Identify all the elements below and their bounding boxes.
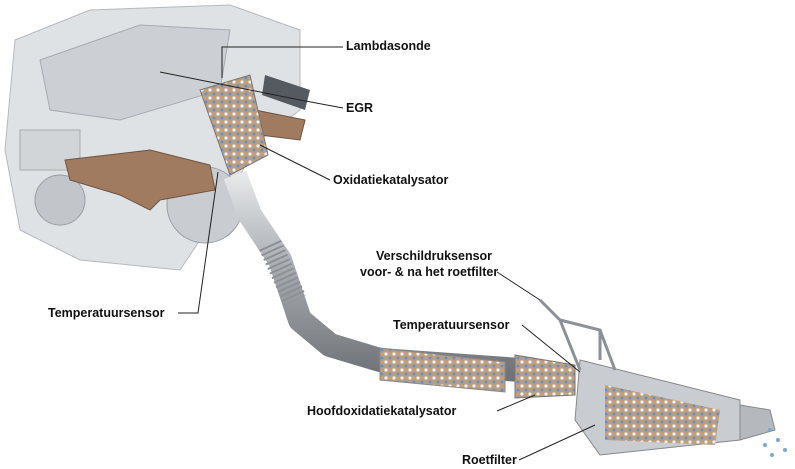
oxidation-catalyst <box>199 74 269 176</box>
egr-cooler <box>262 75 310 110</box>
label-verschildruksensor-2: voor- & na het roetfilter <box>360 265 499 279</box>
label-oxidatiekatalysator: Oxidatiekatalysator <box>333 173 449 187</box>
label-egr: EGR <box>346 101 374 115</box>
label-temperatuursensor-right: Temperatuursensor <box>393 318 510 332</box>
label-hoofdoxidatiekatalysator: Hoofdoxidatiekatalysator <box>307 404 457 418</box>
label-lambdasonde: Lambdasonde <box>346 39 431 53</box>
main-oxidation-catalyst <box>379 347 506 393</box>
label-verschildruksensor-1: Verschildruksensor <box>376 249 493 263</box>
label-temperatuursensor-left: Temperatuursensor <box>48 306 165 320</box>
label-roetfilter: Roetfilter <box>462 453 517 467</box>
exhaust-manifold <box>64 149 216 211</box>
leader-lines <box>159 46 596 461</box>
pressure-sensor-tubes <box>538 298 617 371</box>
